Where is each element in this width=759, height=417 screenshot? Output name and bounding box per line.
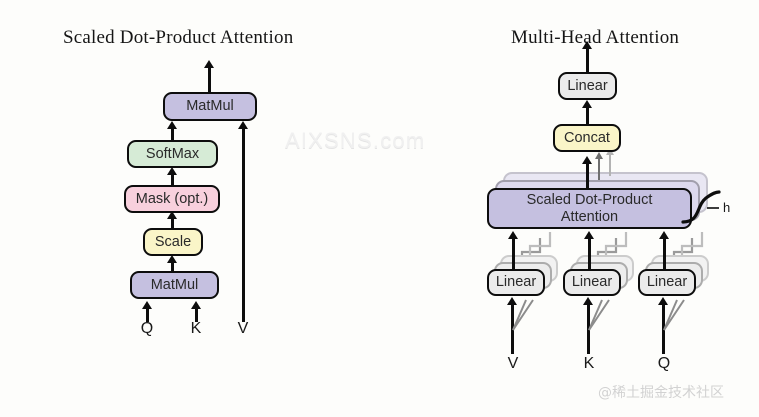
sdpa-to-concat-head-2 [595, 152, 603, 159]
node-concat-label: Concat [564, 129, 610, 146]
node-linear-output[interactable]: Linear [558, 72, 617, 100]
input-q-head [142, 301, 152, 309]
node-matmul-bottom[interactable]: MatMul [130, 271, 219, 299]
linear-q-to-sdpa-shaft [663, 238, 666, 269]
node-scale-label: Scale [154, 233, 192, 250]
watermark-corner: @稀土掘金技术社区 [598, 385, 724, 401]
node-concat[interactable]: Concat [553, 124, 621, 152]
node-softmax[interactable]: SoftMax [127, 140, 218, 168]
linear-v-to-sdpa-head [508, 231, 518, 239]
mha-input-label-v: V [507, 355, 519, 372]
mha-input-v-head [507, 297, 517, 305]
input-label-q: Q [140, 320, 154, 337]
node-mask-label: Mask (opt.) [135, 190, 209, 207]
input-label-k: K [190, 320, 202, 337]
left-diagram-title: Scaled Dot-Product Attention [63, 27, 294, 48]
concat-to-linear-head [582, 100, 592, 108]
scale-to-mask-head [167, 211, 177, 219]
node-scaled-dot-product-attention[interactable]: Scaled Dot-Product Attention [487, 188, 692, 229]
heads-count-label: h [723, 200, 731, 215]
mha-input-label-k: K [583, 355, 595, 372]
scale-to-mask-shaft [171, 218, 174, 232]
mha-output-shaft [586, 48, 589, 72]
node-linear-k[interactable]: Linear [563, 269, 621, 296]
node-linear-k-label: Linear [571, 274, 613, 291]
sdpa-to-concat-shaft-2 [598, 158, 600, 180]
mha-input-q-shaft [662, 304, 665, 354]
node-linear-q[interactable]: Linear [638, 269, 696, 296]
input-k-head [191, 301, 201, 309]
input-label-v: V [237, 320, 249, 337]
node-linear-output-label: Linear [567, 77, 608, 94]
output-arrow-head [204, 60, 214, 68]
mha-output-head [582, 41, 592, 49]
matmul-to-scale-shaft [171, 262, 174, 276]
mha-input-v-shaft [511, 304, 514, 354]
mask-to-softmax-head [167, 167, 177, 175]
linear-q-to-sdpa-head [659, 231, 669, 239]
node-matmul-top-label: MatMul [186, 98, 234, 115]
node-softmax-label: SoftMax [145, 145, 200, 162]
concat-to-linear-shaft [586, 107, 589, 125]
node-matmul-bottom-label: MatMul [150, 276, 199, 293]
output-arrow-shaft [208, 66, 211, 94]
mha-input-label-q: Q [657, 355, 671, 372]
input-v-shaft [242, 129, 245, 322]
linear-v-to-sdpa-shaft [512, 238, 515, 269]
input-k-shaft [195, 308, 198, 322]
node-scale[interactable]: Scale [143, 228, 203, 256]
linear-k-to-sdpa-shaft [588, 238, 591, 269]
node-linear-v-label: Linear [495, 274, 537, 291]
node-linear-v[interactable]: Linear [487, 269, 545, 296]
softmax-to-matmul-shaft [171, 128, 174, 144]
mha-input-k-shaft [587, 304, 590, 354]
sdpa-label-line2: Attention [560, 208, 619, 225]
sdpa-label-line1: Scaled Dot-Product [526, 192, 653, 209]
mha-input-k-head [583, 297, 593, 305]
node-mask[interactable]: Mask (opt.) [124, 185, 220, 213]
mask-to-softmax-shaft [171, 174, 174, 188]
linear-k-to-sdpa-head [584, 231, 594, 239]
input-q-shaft [146, 308, 149, 322]
sdpa-to-concat-shaft-1 [586, 163, 589, 188]
right-diagram-title: Multi-Head Attention [511, 27, 680, 48]
mha-input-q-head [658, 297, 668, 305]
sdpa-to-concat-shaft-3 [609, 154, 611, 176]
softmax-to-matmul-head [167, 121, 177, 129]
sdpa-to-concat-head-1 [582, 156, 592, 164]
input-v-head [238, 121, 248, 129]
node-linear-q-label: Linear [646, 274, 688, 291]
matmul-to-scale-head [167, 255, 177, 263]
watermark-center: AIXSNS.com [285, 128, 426, 153]
node-matmul-top[interactable]: MatMul [163, 92, 257, 121]
